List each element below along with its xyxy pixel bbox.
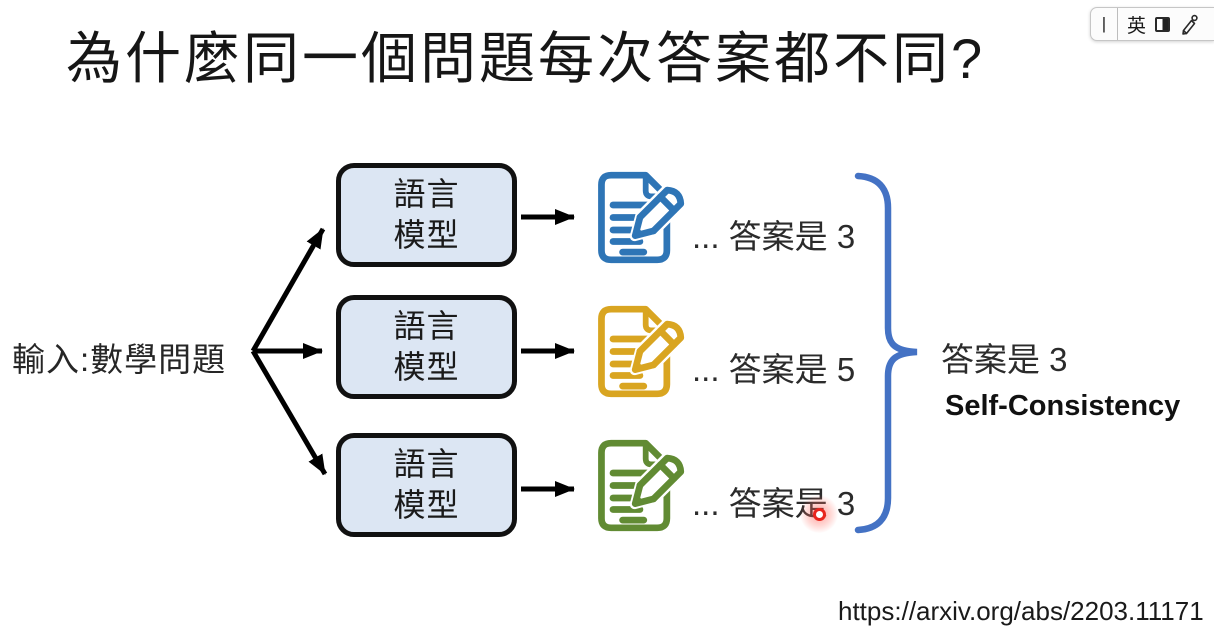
method-name-text: Self-Consistency — [945, 390, 1181, 422]
reference-url: https://arxiv.org/abs/2203.11171 — [838, 596, 1204, 626]
input-label: 輸入:數學問題 — [12, 341, 227, 378]
model-box-label: 語言 模型 — [393, 176, 460, 253]
fan-arrow-bottom — [250, 349, 328, 476]
document-pencil-icon — [598, 305, 688, 398]
text-cursor-indicator: | — [1101, 14, 1107, 33]
page-title: 為什麼同一個問題每次答案都不同? — [66, 27, 986, 90]
model-box: 語言 模型 — [336, 295, 517, 399]
fan-arrow-top — [250, 227, 326, 353]
ime-layout-button[interactable] — [1155, 16, 1171, 32]
curly-brace-icon — [854, 172, 918, 534]
model-box: 語言 模型 — [336, 163, 517, 267]
model-box-label: 語言 模型 — [393, 308, 460, 385]
half-filled-square-icon — [1155, 16, 1171, 32]
ime-toolbar: | 英 — [1090, 7, 1214, 41]
pen-icon — [1182, 14, 1198, 35]
ime-handwriting-button[interactable] — [1179, 14, 1200, 35]
document-pencil-icon — [598, 439, 688, 532]
sample-answer-text: ... 答案是 5 — [692, 351, 856, 388]
model-box-label: 語言 模型 — [393, 446, 460, 523]
sample-answer-text: ... 答案是 3 — [692, 218, 856, 255]
final-answer-text: 答案是 3 — [941, 341, 1068, 378]
ime-divider — [1117, 8, 1118, 40]
laser-ring — [812, 507, 826, 521]
ime-language-button[interactable]: 英 — [1127, 11, 1146, 38]
model-box: 語言 模型 — [336, 433, 517, 537]
document-pencil-icon — [598, 171, 688, 264]
